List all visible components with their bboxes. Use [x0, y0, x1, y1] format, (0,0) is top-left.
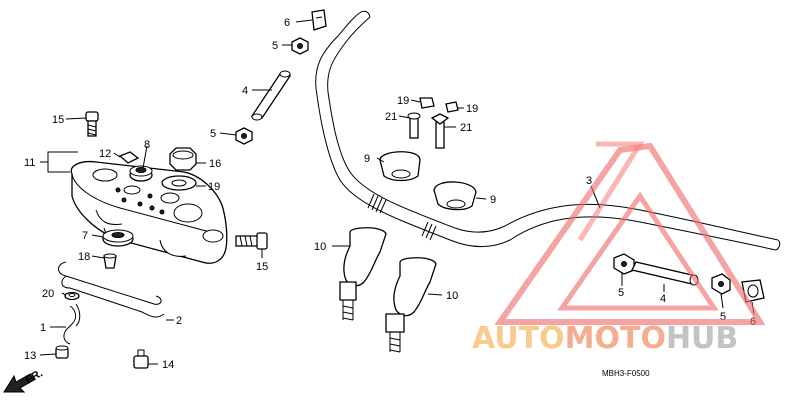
fasteners-19-21 — [407, 97, 459, 149]
bolt-14 — [133, 349, 149, 369]
callout-2: 2 — [176, 315, 182, 327]
upper-holder-9-right — [433, 181, 477, 211]
callout-10-right: 10 — [446, 290, 458, 302]
callout-10-left: 10 — [314, 241, 326, 253]
watermark-text: AUTOMOTOHUB — [472, 321, 738, 356]
callout-5-right-b: 5 — [720, 311, 726, 323]
upper-holder-9-left — [379, 151, 421, 182]
callout-19-right: 19 — [466, 103, 478, 115]
lower-holder-10-left — [339, 227, 387, 321]
callout-19-left: 19 — [397, 95, 409, 107]
callout-5-right-a: 5 — [618, 287, 624, 299]
callout-18: 19 — [208, 181, 220, 193]
handlebar — [315, 10, 781, 251]
leader-lines — [39, 19, 755, 365]
wire-clamp-2 — [58, 261, 165, 318]
callout-21-left: 21 — [385, 111, 397, 123]
callout-15-upper: 15 — [52, 114, 64, 126]
diagram-code: MBH3-F0500 — [602, 369, 650, 378]
callout-14: 14 — [162, 359, 174, 371]
watermark-logo: AUTOMOTOHUB — [472, 141, 766, 356]
bolt-15-lower — [235, 232, 268, 250]
callout-6-top: 6 — [284, 17, 290, 29]
callout-3: 3 — [586, 175, 592, 187]
callout-8: 8 — [144, 139, 150, 151]
callout-11: 11 — [24, 157, 35, 169]
bolt-13 — [55, 345, 69, 359]
callout-5-mid: 5 — [210, 128, 216, 140]
callout-15-lower: 15 — [256, 261, 268, 273]
end-weight-stack-upper — [235, 9, 327, 145]
callout-17: 18 — [78, 251, 90, 263]
callout-9-left: 9 — [364, 153, 370, 165]
callout-4-right: 4 — [660, 293, 666, 305]
stem-nut-16 — [169, 147, 197, 171]
callout-16: 16 — [209, 158, 221, 170]
nut-12 — [118, 151, 140, 164]
lower-holder-10-right — [385, 257, 437, 353]
callout-20: 20 — [42, 288, 54, 300]
rubber-mount-8 — [129, 165, 153, 182]
fr-label: FR. — [24, 367, 45, 386]
callout-5-top: 5 — [272, 40, 278, 52]
callouts: 6 5 4 5 15 11 12 8 16 19 7 18 20 1 2 15 … — [24, 17, 756, 371]
front-direction-arrow — [3, 373, 35, 393]
callout-13: 13 — [24, 350, 36, 362]
rubber-mount-7 — [102, 229, 134, 247]
callout-12: 12 — [99, 148, 111, 160]
callout-4-top: 4 — [242, 85, 248, 97]
grommet-17 — [103, 253, 117, 269]
callout-9-right: 9 — [490, 194, 496, 206]
callout-7: 7 — [82, 230, 88, 242]
bolt-15-upper — [85, 111, 99, 137]
callout-1: 1 — [40, 322, 46, 334]
bracket-1 — [63, 303, 81, 345]
watermark-triangle-inner — [557, 191, 719, 311]
washer-18 — [161, 175, 197, 191]
callout-21-right: 21 — [460, 122, 472, 134]
